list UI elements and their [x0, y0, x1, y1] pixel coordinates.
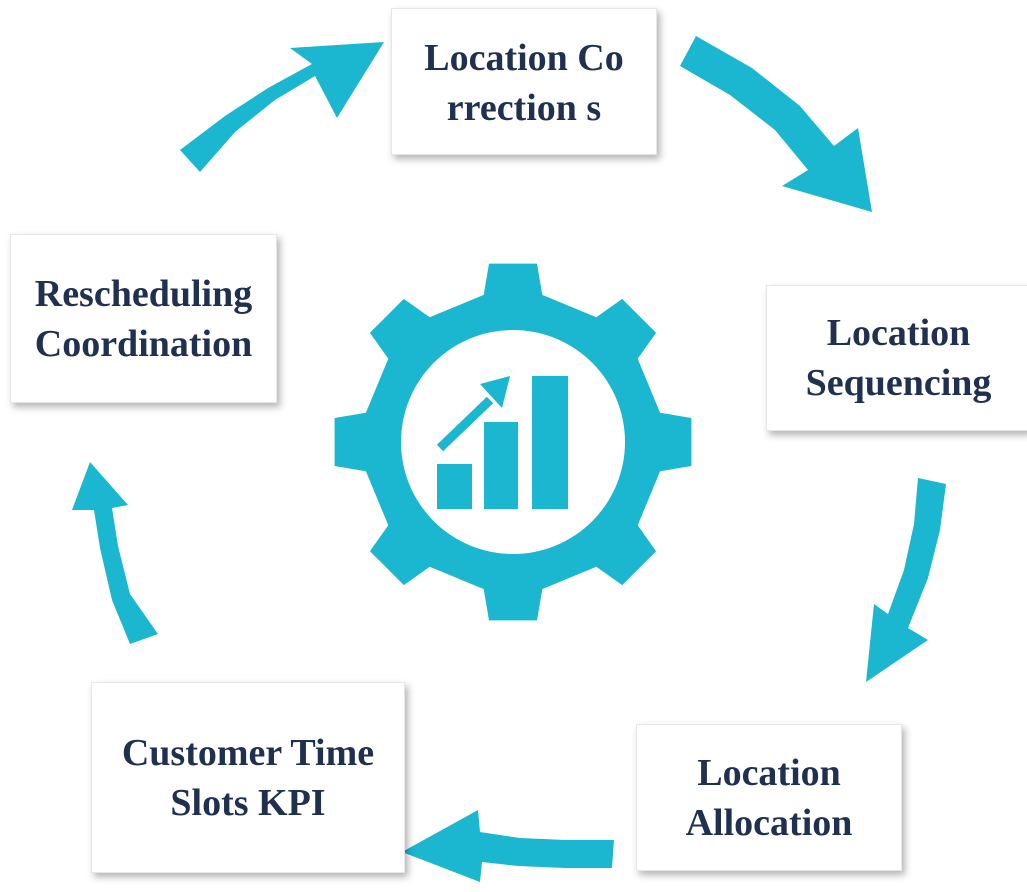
step-rescheduling-coordination: Rescheduling Coordination	[10, 234, 277, 403]
chart-bar-small	[437, 464, 472, 509]
curved-arrow-icon	[180, 42, 384, 172]
step-location-sequencing: Location Sequencing	[766, 285, 1027, 431]
gear-with-growth-bar-chart-icon	[334, 263, 692, 621]
step-location-allocation: Location Allocation	[636, 724, 902, 871]
chart-bar-medium	[484, 422, 518, 509]
curved-arrow-icon	[866, 478, 946, 682]
cycle-arrows	[72, 36, 946, 882]
curved-arrow-icon	[402, 810, 614, 882]
step-label-rescheduling-coordination: Rescheduling Coordination	[34, 272, 253, 365]
curved-arrow-icon	[72, 462, 158, 644]
step-location-corrections: Location Correction s	[391, 8, 657, 155]
step-label-location-sequencing: Location Sequencing	[805, 312, 992, 404]
trend-arrow-shaft	[436, 396, 494, 452]
curved-arrow-icon	[680, 36, 872, 212]
step-label-location-allocation: Location Allocation	[685, 751, 853, 844]
step-label-customer-time-slots-kpi: Customer Time Slots KPI	[121, 731, 375, 824]
trend-arrow-head	[480, 376, 510, 408]
step-customer-time-slots-kpi: Customer Time Slots KPI	[91, 682, 405, 873]
chart-bar-large	[532, 376, 568, 509]
step-label-location-corrections: Location Correction s	[424, 37, 624, 129]
